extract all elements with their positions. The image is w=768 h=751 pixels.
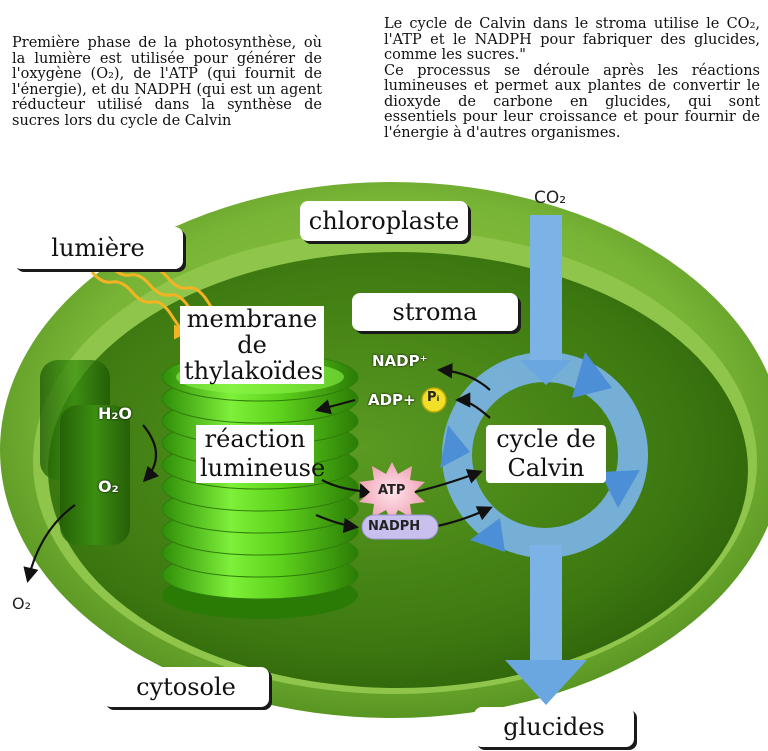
o2-inner-label: O₂ [98,477,119,496]
left-grana [40,360,130,545]
thylakoid-stack [161,352,359,619]
co2-label: CO₂ [534,188,567,208]
calvin-cycle-label: cycle de Calvin [486,425,606,483]
cytosol-label: cytosole [103,667,269,707]
thylakoid-membrane-label: membrane de thylakoïdes [180,306,324,384]
o2-outer-label: O₂ [12,594,32,613]
chloroplast-label: chloroplaste [300,201,468,241]
light-reaction-label: réaction lumineuse [196,425,325,483]
stroma-label: stroma [352,293,518,331]
nadp-plus-label: NADP⁺ [372,352,428,370]
carbohydrates-label: glucides [474,707,634,747]
co2-input-arrow [520,215,572,385]
calvin-cycle-description: Le cycle de Calvin dans le stroma utilis… [384,16,760,141]
cytosol-label-text: cytosole [136,673,236,701]
pi-circle [421,387,447,413]
light-label-text: lumière [51,234,145,262]
carbohydrates-label-text: glucides [503,713,605,741]
carbohydrate-output-arrow [505,545,587,705]
atp-starburst [359,462,425,522]
stroma-label-text: stroma [392,298,478,326]
pi-label: Pᵢ [427,390,440,405]
adp-plus-label: ADP+ [368,391,416,409]
chloroplast-label-text: chloroplaste [308,207,460,235]
atp-label: ATP [378,483,406,498]
light-phase-description: Première phase de la photosynthèse, où l… [12,35,322,129]
light-label: lumière [13,227,183,269]
nadph-label: NADPH [368,519,421,534]
nadph-pill [361,514,439,540]
h2o-label: H₂O [98,404,132,423]
